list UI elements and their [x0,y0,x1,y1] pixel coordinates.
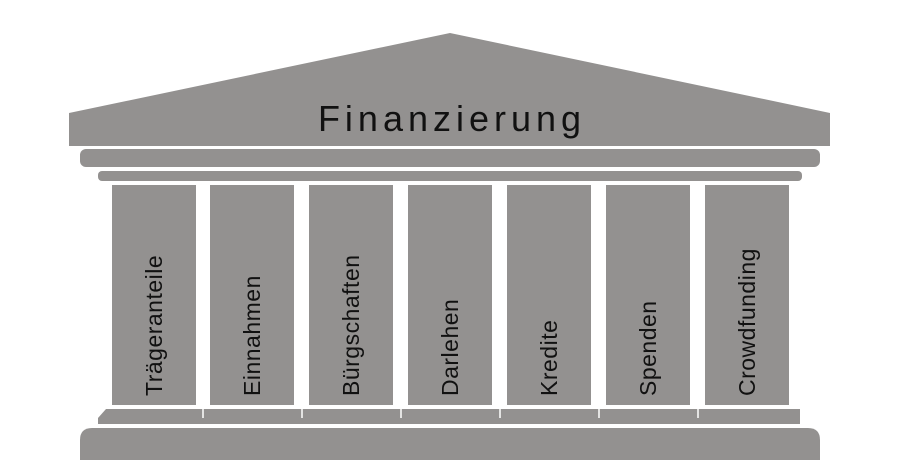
foundation [80,428,820,460]
pillar-label: Einnahmen [239,275,265,396]
roof [69,33,830,146]
pillars: Trägeranteile Einnahmen Bürgschaften Darleh… [112,185,789,405]
pillar-label: Kredite [536,320,562,396]
pillar-label: Trägeranteile [141,255,167,396]
pillar [210,185,294,405]
pillar-label: Bürgschaften [338,254,364,396]
pillar-label: Darlehen [437,299,463,396]
entablature-lower [98,171,802,181]
pillar-label: Crowdfunding [734,248,760,396]
entablature-upper [80,149,820,167]
pillar [112,185,196,405]
pillar [606,185,690,405]
pillar [705,185,789,405]
pillar [408,185,492,405]
pillar-label: Spenden [635,300,661,396]
column-base-plinth [98,409,800,424]
pillar [309,185,393,405]
roof-title: Finanzierung [318,98,586,139]
pillar [507,185,591,405]
